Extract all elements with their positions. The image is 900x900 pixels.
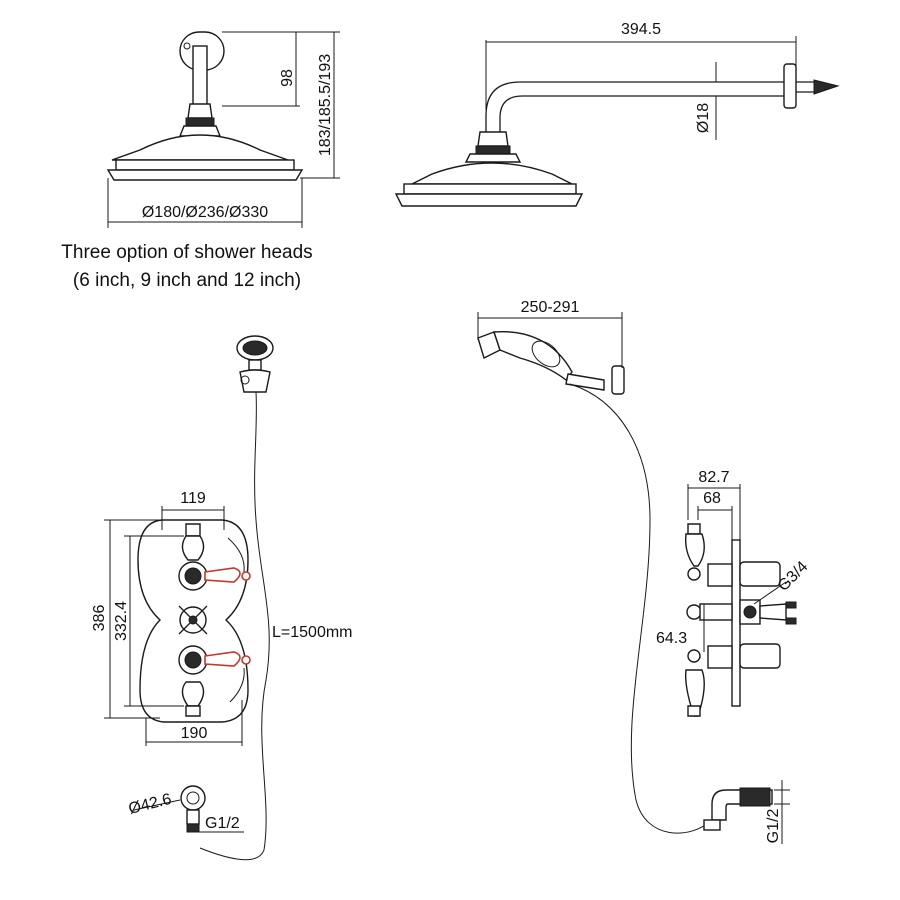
dim-arm-length: 394.5	[621, 21, 661, 38]
dim-head-heights: 183/185.5/193	[317, 54, 334, 156]
dim-inlet-thread: G3/4	[775, 558, 812, 595]
dim-outlet-thread-side: G1/2	[765, 809, 782, 844]
dim-hand-holder-reach: 250-291	[521, 299, 580, 316]
dim-arm-diameter: Ø18	[695, 103, 712, 133]
dim-valve-height-outer: 386	[91, 605, 108, 632]
valve-side-view: 250-291 82.7 68	[477, 299, 812, 844]
dim-valve-height-inner: 332.4	[113, 601, 130, 641]
dim-arm-vertical-drop: 98	[279, 69, 296, 87]
shower-head-front-view: 98 183/185.5/193 Ø180/Ø236/Ø330	[106, 31, 340, 228]
dim-side-depth-inner: 68	[703, 490, 721, 507]
caption-line-1: Three option of shower heads	[61, 242, 312, 263]
caption-line-2: (6 inch, 9 inch and 12 inch)	[73, 270, 301, 291]
dim-side-offset: 64.3	[656, 630, 687, 647]
dim-valve-width-bottom: 190	[181, 725, 208, 742]
dim-head-diameters: Ø180/Ø236/Ø330	[142, 204, 268, 221]
valve-front-view: 119 386 332.4 190 L=1500mm Ø42.6 G1/2	[91, 335, 353, 861]
dim-outlet-diameter: Ø42.6	[127, 791, 174, 818]
dim-side-depth-outer: 82.7	[698, 469, 729, 486]
shower-arm-side-view: 394.5 Ø18	[394, 21, 840, 207]
dim-outlet-thread-front: G1/2	[205, 815, 240, 832]
dim-valve-width-top: 119	[180, 490, 206, 507]
dim-hose-length: L=1500mm	[272, 624, 353, 641]
